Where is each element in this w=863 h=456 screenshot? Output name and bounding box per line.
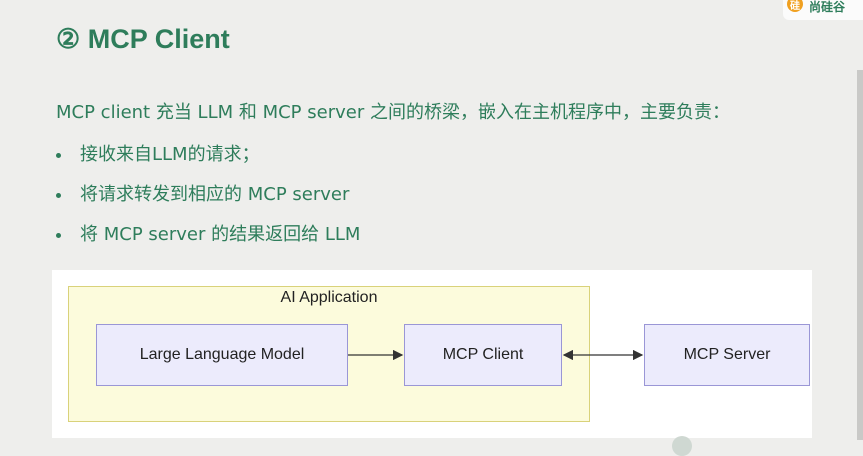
- mcp-server-node-label: MCP Server: [683, 346, 771, 363]
- bullet-text: 将 MCP server 的结果返回给 LLM: [80, 224, 361, 245]
- decorative-circle: [672, 436, 692, 456]
- bullet-list: 接收来自LLM的请求； 将请求转发到相应的 MCP server 将 MCP s…: [52, 142, 360, 262]
- llm-node-label: Large Language Model: [139, 346, 305, 363]
- bullet-text: 接收来自LLM的请求；: [80, 144, 260, 165]
- right-edge-shadow: [857, 70, 863, 440]
- llm-node: Large Language Model: [96, 324, 348, 386]
- mcp-client-node-label: MCP Client: [442, 346, 524, 363]
- bullet-text: 将请求转发到相应的 MCP server: [80, 184, 350, 205]
- bullet-item: 接收来自LLM的请求；: [52, 142, 360, 182]
- brand-logo: 硅 尚硅谷: [783, 0, 863, 20]
- mcp-server-node: MCP Server: [644, 324, 810, 386]
- logo-mark-icon: 硅: [787, 0, 803, 12]
- bullet-dot-icon: [56, 153, 61, 158]
- bullet-dot-icon: [56, 193, 61, 198]
- bullet-item: 将 MCP server 的结果返回给 LLM: [52, 222, 360, 262]
- bullet-item: 将请求转发到相应的 MCP server: [52, 182, 360, 222]
- logo-text: 尚硅谷: [809, 0, 846, 14]
- ai-application-label: AI Application: [280, 289, 378, 306]
- intro-paragraph: MCP client 充当 LLM 和 MCP server 之间的桥梁，嵌入在…: [56, 102, 730, 123]
- architecture-diagram: AI Application Large Language Model MCP …: [52, 270, 812, 438]
- bullet-dot-icon: [56, 233, 61, 238]
- mcp-client-node: MCP Client: [404, 324, 562, 386]
- slide-title: ② MCP Client: [56, 24, 230, 54]
- diagram-edges: [348, 349, 644, 361]
